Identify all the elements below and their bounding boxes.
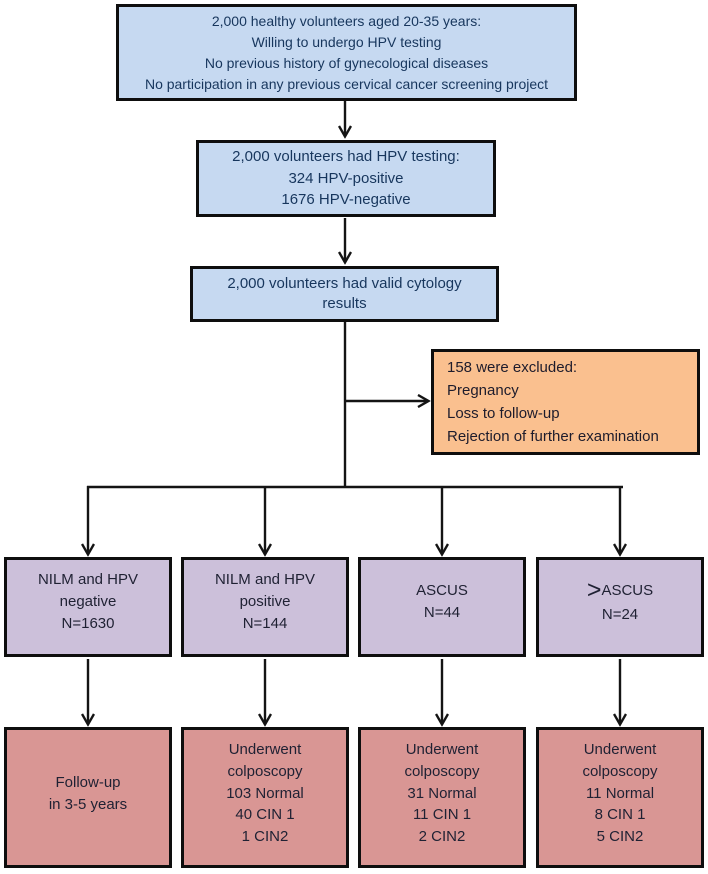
- text-line: Underwent: [583, 741, 657, 759]
- text-line: colposcopy: [404, 762, 480, 780]
- text-line: N=44: [423, 604, 461, 621]
- text-line: in 3-5 years: [48, 795, 128, 813]
- text-line: 31 Normal: [407, 784, 477, 802]
- text-line: 2,000 healthy volunteers aged 20-35 year…: [211, 12, 482, 29]
- text-line: 2 CIN2: [418, 828, 466, 846]
- box-enrolled-volunteers: 2,000 healthy volunteers aged 20-35 year…: [116, 4, 577, 101]
- gt-ascus-label: ASCUS: [601, 582, 654, 600]
- box-outcome-colposcopy-ascus: Underwent colposcopy 31 Normal 11 CIN 1 2 CI…: [358, 727, 526, 868]
- text-line: 2,000 volunteers had HPV testing:: [232, 147, 460, 165]
- text-line: 5 CIN2: [596, 828, 644, 846]
- gt-ascus-count: N=24: [601, 605, 639, 623]
- text-line: 158 were excluded:: [447, 358, 578, 376]
- gt-ascus-label-line: >ASCUS: [586, 575, 654, 604]
- text-line: No previous history of gynecological dis…: [204, 54, 489, 71]
- text-line: Underwent: [228, 741, 302, 759]
- text-line: 324 HPV-positive: [288, 169, 404, 187]
- text-line: 11 Normal: [585, 784, 655, 802]
- box-outcome-colposcopy-nilm-positive: Underwent colposcopy 103 Normal 40 CIN 1 1 C…: [181, 727, 349, 868]
- box-valid-cytology: 2,000 volunteers had valid cytology resul…: [190, 266, 499, 322]
- box-outcome-colposcopy-gt-ascus: Underwent colposcopy 11 Normal 8 CIN 1 5 CIN…: [536, 727, 704, 868]
- text-line: ASCUS: [416, 582, 468, 600]
- text-line: N=144: [242, 614, 288, 632]
- text-line: 11 CIN 1: [412, 806, 472, 824]
- text-line: 1 CIN2: [241, 828, 289, 846]
- text-line: colposcopy: [582, 762, 658, 780]
- box-outcome-follow-up: Follow-up in 3-5 years: [4, 727, 172, 868]
- text-line: results: [322, 295, 367, 312]
- text-line: positive: [239, 593, 291, 611]
- text-line: Willing to undergo HPV testing: [251, 33, 442, 50]
- text-line: Underwent: [405, 741, 479, 759]
- text-line: 8 CIN 1: [594, 806, 646, 824]
- text-line: NILM and HPV: [214, 571, 316, 589]
- text-line: Rejection of further examination: [447, 428, 659, 446]
- text-line: 2,000 volunteers had valid cytology: [227, 274, 462, 292]
- text-line: negative: [59, 593, 117, 611]
- text-line: 103 Normal: [226, 784, 304, 802]
- text-line: No participation in any previous cervica…: [144, 75, 549, 92]
- greater-than-symbol: >: [586, 575, 602, 604]
- text-line: NILM and HPV: [37, 571, 139, 589]
- text-line: Loss to follow-up: [447, 405, 560, 422]
- text-line: Follow-up: [55, 773, 121, 791]
- text-line: Pregnancy: [447, 381, 519, 399]
- box-group-ascus: ASCUS N=44: [358, 557, 526, 657]
- box-group-gt-ascus: >ASCUS N=24: [536, 557, 704, 657]
- text-line: 1676 HPV-negative: [281, 191, 411, 209]
- text-line: N=1630: [61, 614, 115, 632]
- text-line: colposcopy: [227, 762, 303, 780]
- box-hpv-testing: 2,000 volunteers had HPV testing: 324 HPV…: [196, 140, 496, 217]
- text-line: 40 CIN 1: [235, 806, 295, 824]
